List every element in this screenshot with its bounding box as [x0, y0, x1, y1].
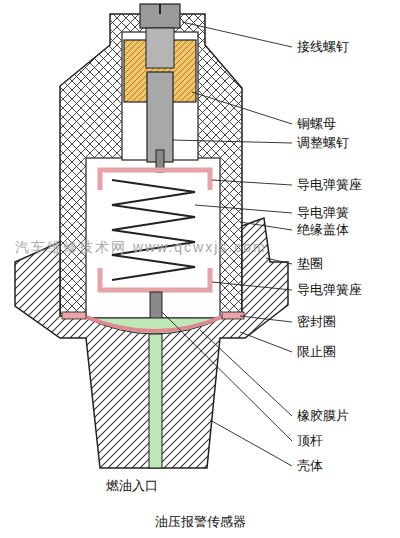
- part-label: 橡胶膜片: [297, 408, 349, 424]
- rubber-diaphragm: [84, 316, 224, 331]
- fuel-inlet-label: 燃油入口: [106, 478, 158, 494]
- insulating-cap: [60, 14, 242, 322]
- watermark: 汽车维修技术网 www.qcwxjs.com: [15, 239, 267, 255]
- part-label: 绝缘盖体: [297, 222, 349, 238]
- terminal-screw: [140, 4, 180, 28]
- part-label: 导电弹簧: [297, 205, 349, 221]
- part-label: 调整螺钉: [297, 135, 349, 151]
- adjusting-screw: [147, 72, 173, 162]
- fuel-channel: [149, 334, 162, 468]
- part-label: 壳体: [297, 458, 323, 474]
- caption: 油压报警传感器: [155, 514, 246, 530]
- seal-ring: [222, 312, 244, 319]
- part-label: 垫圈: [297, 256, 323, 272]
- spring-seat: [100, 268, 210, 290]
- part-label: 接线螺钉: [297, 39, 349, 55]
- part-label: 密封圈: [297, 314, 336, 330]
- part-label: 导电弹簧座: [297, 177, 362, 193]
- part-label: 导电弹簧座: [297, 282, 362, 298]
- spring: [112, 180, 195, 280]
- part-label: 顶杆: [297, 433, 323, 449]
- part-label: 铜螺母: [297, 116, 336, 132]
- terminal-screw-shank: [146, 28, 174, 68]
- part-label: 限止圈: [297, 344, 336, 360]
- seal-ring: [62, 312, 86, 319]
